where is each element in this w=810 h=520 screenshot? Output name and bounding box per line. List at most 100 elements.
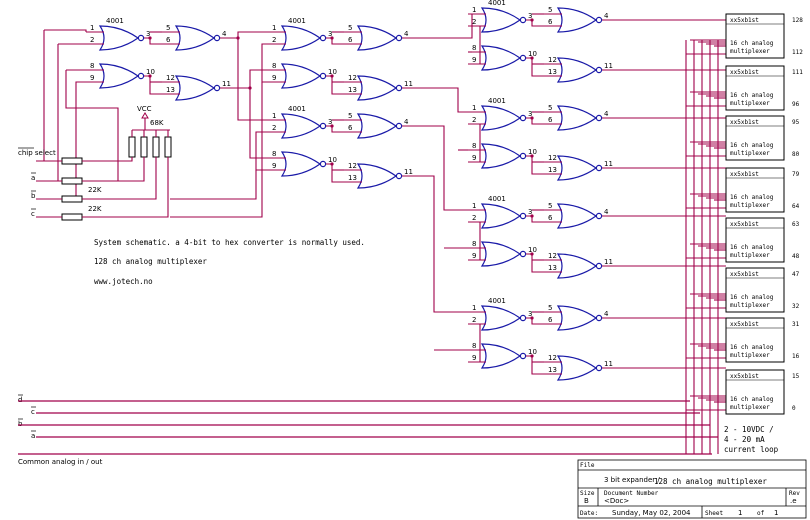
svg-text:9: 9 xyxy=(472,354,476,362)
svg-text:6: 6 xyxy=(548,214,553,222)
res-pack-4 xyxy=(164,136,172,158)
svg-text:1: 1 xyxy=(90,24,94,32)
svg-text:16 ch analog: 16 ch analog xyxy=(730,40,774,47)
title-block: File 3 bit expander / 128 ch analog mult… xyxy=(577,459,807,519)
svg-text:3: 3 xyxy=(146,30,150,38)
svg-text:4: 4 xyxy=(404,118,409,126)
svg-text:xx5xb1st: xx5xb1st xyxy=(730,321,759,328)
output-note-2: 4 - 20 mA xyxy=(724,435,765,444)
file-label: File xyxy=(580,462,595,469)
mux-range-low: 16 xyxy=(792,353,800,360)
svg-text:12: 12 xyxy=(548,354,557,362)
svg-text:6: 6 xyxy=(348,36,353,44)
svg-text:3: 3 xyxy=(328,118,332,126)
output-note-3: current loop xyxy=(724,445,779,454)
svg-text:10: 10 xyxy=(146,68,155,76)
svg-text:11: 11 xyxy=(604,160,613,168)
svg-text:multiplexer: multiplexer xyxy=(730,404,770,411)
svg-text:11: 11 xyxy=(604,62,613,70)
note-line1: System schematic. a 4-bit to hex convert… xyxy=(94,238,365,247)
size-label: Size xyxy=(580,490,595,497)
svg-text:9: 9 xyxy=(472,56,476,64)
svg-text:11: 11 xyxy=(404,168,413,176)
svg-text:5: 5 xyxy=(166,24,170,32)
res-pack-3 xyxy=(152,136,160,158)
chip-label: 4001 xyxy=(488,97,506,105)
svg-text:11: 11 xyxy=(604,360,613,368)
mux-range-low: 48 xyxy=(792,253,800,260)
svg-text:16 ch analog: 16 ch analog xyxy=(730,244,774,251)
svg-text:multiplexer: multiplexer xyxy=(730,48,770,55)
sheets-value: 1 xyxy=(774,509,778,517)
res-pack-2 xyxy=(140,136,148,158)
resistor-c xyxy=(61,213,83,221)
drawing-title: 128 ch analog multiplexer xyxy=(654,477,767,486)
svg-text:13: 13 xyxy=(548,68,557,76)
res-label-1: 22K xyxy=(88,186,102,194)
note-line2: 128 ch analog multiplexer xyxy=(94,257,207,266)
docnum-value: <Doc> xyxy=(604,497,629,505)
mux-range-low: 0 xyxy=(792,405,796,412)
mux-range-high: 31 xyxy=(792,321,800,328)
svg-text:4: 4 xyxy=(604,310,609,318)
svg-text:multiplexer: multiplexer xyxy=(730,302,770,309)
svg-text:5: 5 xyxy=(548,304,552,312)
chip-label: 4001 xyxy=(106,17,124,25)
nor-gate-5b: 564 xyxy=(544,104,609,131)
svg-text:5: 5 xyxy=(548,104,552,112)
svg-text:8: 8 xyxy=(90,62,94,70)
bus-label-c: c xyxy=(31,408,35,416)
svg-text:9: 9 xyxy=(472,154,476,162)
bus-label-d: d xyxy=(18,396,22,404)
svg-text:4: 4 xyxy=(604,110,609,118)
svg-text:2: 2 xyxy=(472,18,476,26)
chip-label: 4001 xyxy=(488,195,506,203)
svg-text:16 ch analog: 16 ch analog xyxy=(730,294,774,301)
mux-range-high: 128 xyxy=(792,17,803,24)
output-note-1: 2 - 10VDC / xyxy=(724,425,774,434)
svg-text:11: 11 xyxy=(222,80,231,88)
svg-text:13: 13 xyxy=(548,366,557,374)
svg-text:6: 6 xyxy=(166,36,171,44)
svg-text:xx5xb1st: xx5xb1st xyxy=(730,221,759,228)
rev-value: .e xyxy=(790,497,797,505)
nor-gate-2b: 564 xyxy=(344,24,409,51)
svg-text:multiplexer: multiplexer xyxy=(730,150,770,157)
svg-text:13: 13 xyxy=(348,174,357,182)
mux-range-high: 47 xyxy=(792,271,800,278)
svg-text:11: 11 xyxy=(604,258,613,266)
svg-text:2: 2 xyxy=(472,116,476,124)
svg-text:12: 12 xyxy=(166,74,175,82)
mux-range-low: 32 xyxy=(792,303,800,310)
svg-text:13: 13 xyxy=(548,264,557,272)
svg-text:3: 3 xyxy=(328,30,332,38)
resistor-cs xyxy=(61,157,83,165)
svg-text:2: 2 xyxy=(272,124,276,132)
a-bar-label: a xyxy=(31,174,35,182)
size-value: B xyxy=(584,497,589,505)
svg-text:10: 10 xyxy=(528,246,537,254)
svg-text:1: 1 xyxy=(472,304,476,312)
